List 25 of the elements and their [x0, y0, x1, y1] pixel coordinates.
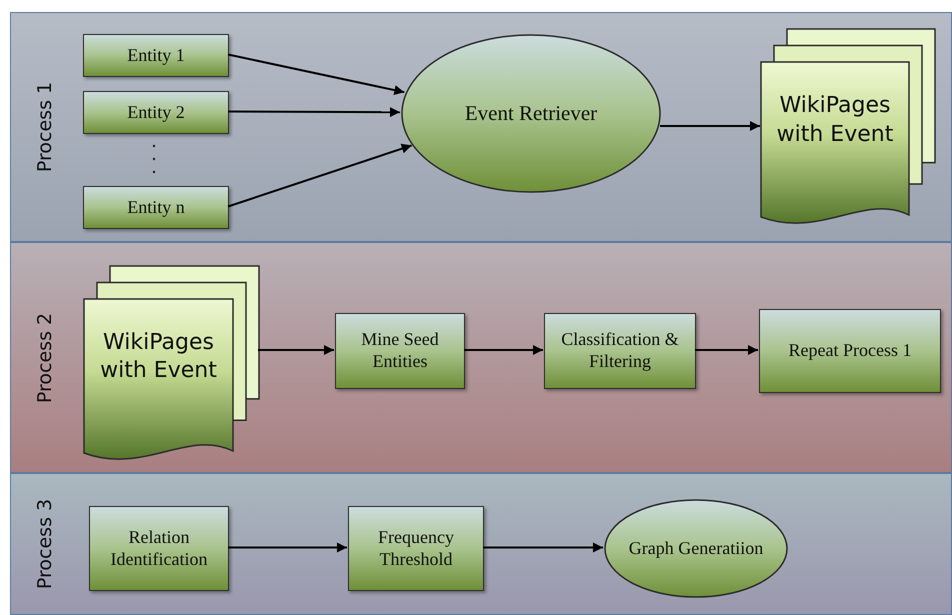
arrow	[483, 542, 603, 552]
process-box: Mine Seed Entities	[335, 313, 465, 389]
band-title: Process 2	[34, 312, 56, 403]
process-box: Entity 2	[83, 91, 229, 134]
process-box: Frequency Threshold	[348, 506, 484, 591]
arrow	[228, 107, 400, 118]
arrow	[228, 144, 412, 208]
arrow	[660, 121, 760, 131]
band-title: Process 1	[34, 82, 56, 172]
process-ellipse: Graph Generatiion	[604, 499, 788, 598]
process-ellipse: Event Retriever	[401, 34, 661, 193]
process-box: Relation Identification	[89, 506, 229, 591]
process-box: Entity 1	[83, 34, 229, 77]
arrow	[695, 345, 758, 355]
arrow	[228, 542, 347, 552]
process-box: Classification & Filtering	[544, 313, 696, 389]
arrow	[228, 54, 405, 95]
arrow	[464, 345, 543, 355]
process-box: Entity n	[83, 186, 229, 229]
process-band	[10, 473, 952, 615]
process-band	[10, 12, 952, 242]
arrow	[258, 345, 334, 355]
process-band	[10, 242, 952, 473]
process-box: Repeat Process 1	[759, 309, 941, 393]
band-title: Process 3	[34, 498, 56, 590]
